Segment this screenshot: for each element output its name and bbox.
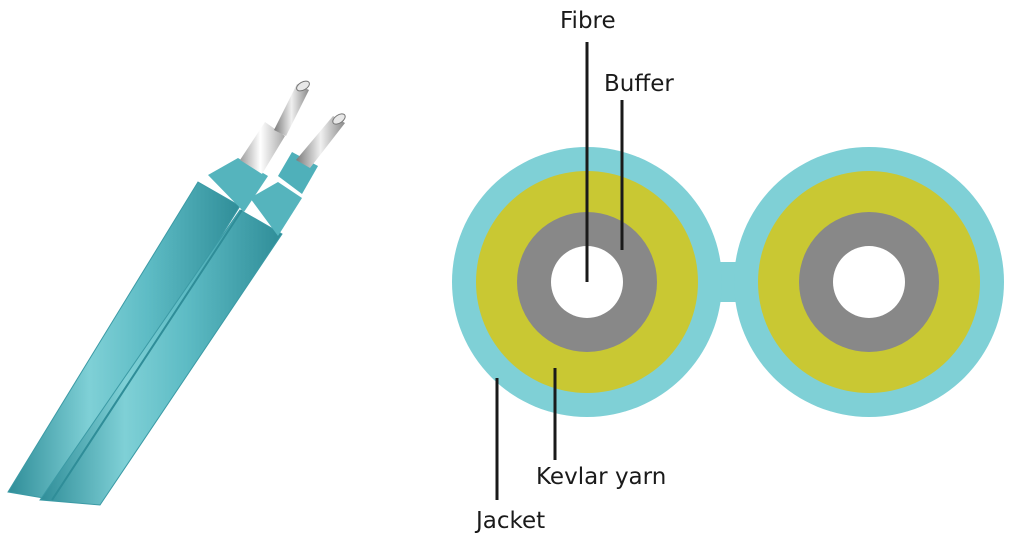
sub-cable-left bbox=[7, 80, 310, 501]
buffer-tube-white bbox=[240, 122, 285, 174]
jacket-neck-right bbox=[250, 182, 302, 236]
cross-section-right bbox=[734, 147, 1004, 417]
cable-illustration bbox=[7, 80, 346, 506]
label-buffer: Buffer bbox=[604, 71, 674, 97]
label-jacket: Jacket bbox=[476, 508, 546, 534]
fibre-end-left bbox=[296, 80, 310, 92]
jacket-body-right bbox=[39, 209, 283, 506]
fibre-wire-right bbox=[296, 116, 345, 168]
label-fibre: Fibre bbox=[560, 8, 616, 34]
cable-seam bbox=[51, 209, 243, 501]
cross-section bbox=[452, 147, 1004, 417]
fibre-core-right bbox=[833, 246, 905, 318]
fibre-wire-left bbox=[274, 84, 309, 136]
leader-lines bbox=[495, 42, 624, 500]
label-kevlar-yarn: Kevlar yarn bbox=[536, 464, 667, 490]
fibre-end-right bbox=[332, 113, 346, 125]
sub-cable-right bbox=[39, 113, 346, 506]
